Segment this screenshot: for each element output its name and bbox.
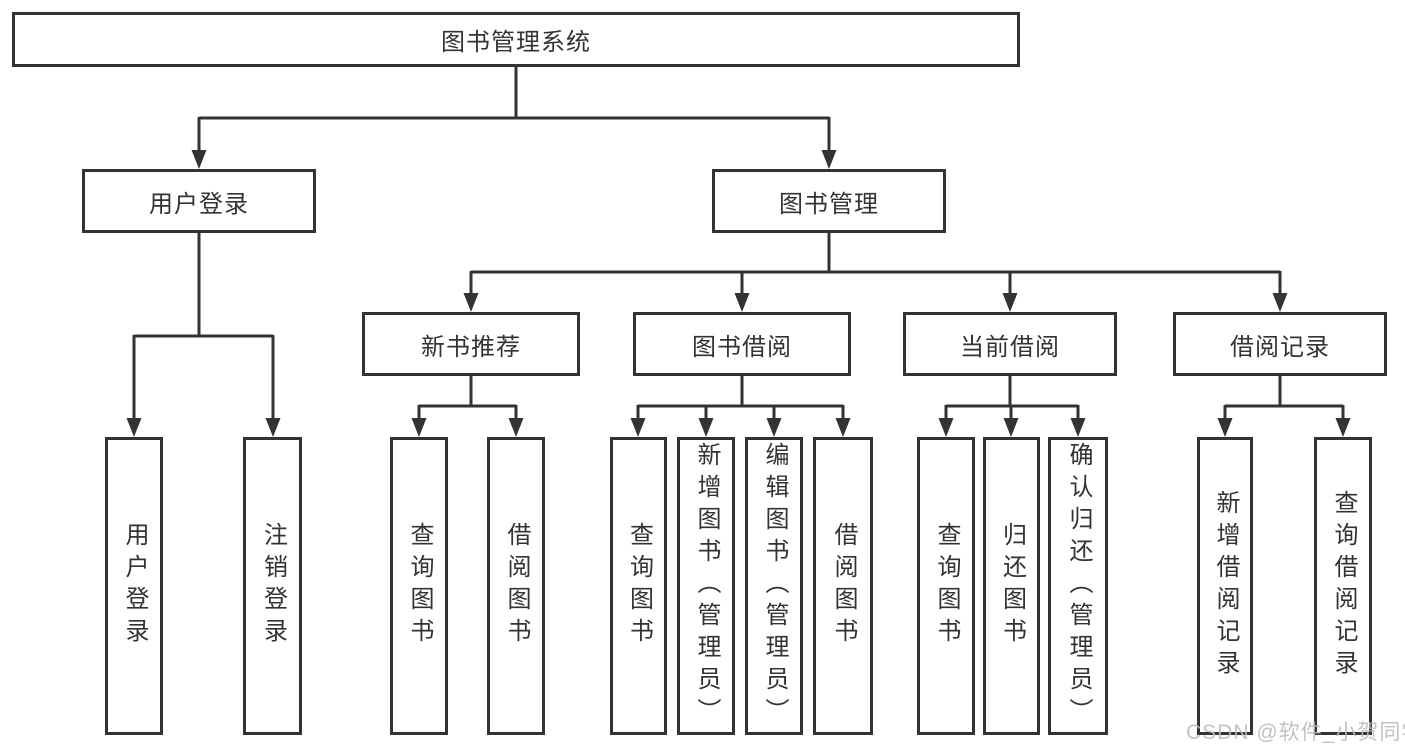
leaf-add-books-admin-label: 新增图书（管理员） bbox=[693, 442, 720, 730]
leaf-user-login: 用户登录 bbox=[105, 437, 163, 735]
edge-root-to-level2 bbox=[197, 67, 831, 152]
node-root: 图书管理系统 bbox=[12, 12, 1020, 67]
leaf-borrow-books-recommend-label: 借阅图书 bbox=[503, 522, 530, 650]
node-current-borrow-label: 当前借阅 bbox=[960, 333, 1060, 361]
leaf-return-books: 归还图书 bbox=[983, 437, 1040, 735]
leaf-edit-books-admin: 编辑图书（管理员） bbox=[745, 437, 803, 735]
leaf-add-borrow-record-label: 新增借阅记录 bbox=[1212, 490, 1239, 682]
leaf-query-books-recommend: 查询图书 bbox=[390, 437, 448, 735]
node-book-management: 图书管理 bbox=[712, 169, 946, 233]
leaf-logout: 注销登录 bbox=[243, 437, 302, 735]
node-current-borrow: 当前借阅 bbox=[903, 312, 1117, 376]
edge-newrec-to-leaves bbox=[417, 376, 518, 420]
leaf-query-books-borrow: 查询图书 bbox=[610, 437, 667, 735]
edge-currentborrow-to-leaves bbox=[944, 376, 1080, 420]
csdn-watermark: CSDN @软件_小贺同学 bbox=[1186, 721, 1405, 744]
node-book-borrow-label: 图书借阅 bbox=[692, 333, 792, 361]
leaf-edit-books-admin-label: 编辑图书（管理员） bbox=[761, 442, 788, 730]
edge-bookmgmt-to-level3 bbox=[469, 233, 1282, 295]
node-root-label: 图书管理系统 bbox=[441, 29, 591, 56]
node-book-borrow: 图书借阅 bbox=[633, 312, 851, 376]
node-borrow-records-label: 借阅记录 bbox=[1230, 333, 1330, 361]
edge-records-to-leaves bbox=[1223, 376, 1345, 420]
edge-bookborrow-to-leaves bbox=[636, 376, 845, 420]
node-book-management-label: 图书管理 bbox=[779, 190, 879, 218]
leaf-add-books-admin: 新增图书（管理员） bbox=[677, 437, 735, 735]
node-user-login-branch: 用户登录 bbox=[82, 169, 316, 233]
leaf-query-books-current-label: 查询图书 bbox=[933, 522, 960, 650]
arrowheads bbox=[126, 150, 1351, 437]
leaf-confirm-return-admin-label: 确认归还（管理员） bbox=[1065, 442, 1092, 730]
leaf-query-books-recommend-label: 查询图书 bbox=[406, 522, 433, 650]
leaf-add-borrow-record: 新增借阅记录 bbox=[1197, 437, 1253, 735]
node-new-book-recommend-label: 新书推荐 bbox=[421, 333, 521, 361]
leaf-borrow-books-recommend: 借阅图书 bbox=[487, 437, 545, 735]
leaf-query-books-borrow-label: 查询图书 bbox=[625, 522, 653, 650]
leaf-query-books-current: 查询图书 bbox=[917, 437, 975, 735]
leaf-query-borrow-record: 查询借阅记录 bbox=[1314, 437, 1372, 735]
leaf-confirm-return-admin: 确认归还（管理员） bbox=[1048, 437, 1108, 735]
leaf-query-borrow-record-label: 查询借阅记录 bbox=[1330, 490, 1357, 682]
leaf-borrow-books: 借阅图书 bbox=[813, 437, 873, 735]
node-borrow-records: 借阅记录 bbox=[1173, 312, 1387, 376]
leaf-user-login-label: 用户登录 bbox=[121, 522, 148, 650]
edge-userlogin-to-leaves bbox=[132, 233, 275, 420]
leaf-logout-label: 注销登录 bbox=[259, 522, 287, 650]
leaf-borrow-books-label: 借阅图书 bbox=[830, 522, 857, 650]
node-new-book-recommend: 新书推荐 bbox=[362, 312, 580, 376]
node-user-login-branch-label: 用户登录 bbox=[149, 190, 249, 218]
leaf-return-books-label: 归还图书 bbox=[998, 522, 1026, 650]
